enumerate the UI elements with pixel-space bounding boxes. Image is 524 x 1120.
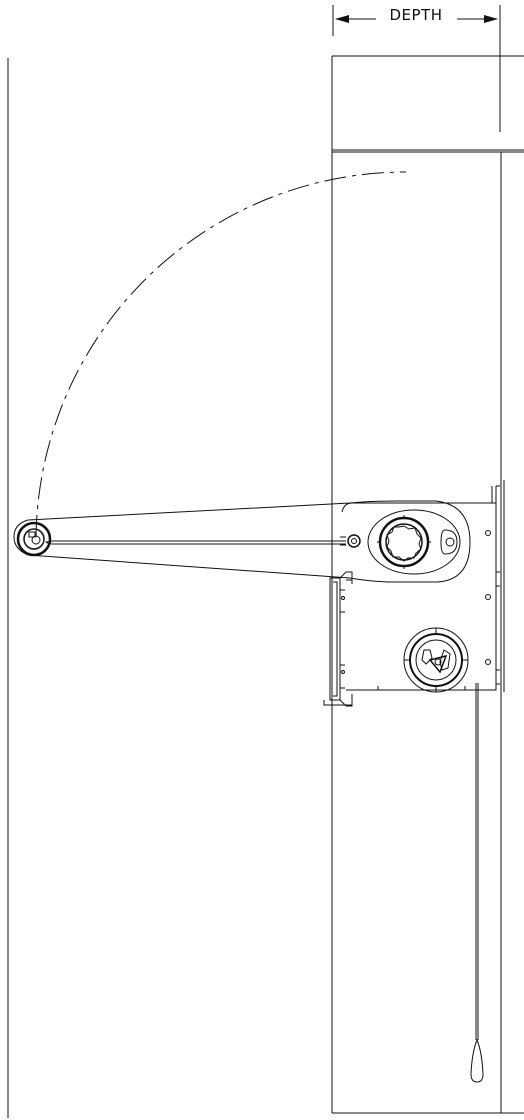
lock-triangle [430,656,446,672]
sash-bracket [324,572,352,706]
depth-dimension [333,5,500,132]
mounting-hole [486,660,491,665]
mounting-hole [486,531,491,536]
depth-dimension-label: DEPTH [378,6,454,24]
dimension-arrow-right [484,15,498,23]
crank-arm [14,501,470,582]
cord-tassel [471,1040,483,1082]
spline-gear [387,526,421,561]
mounting-hole [486,595,491,600]
rotary-lock [404,628,468,692]
dimension-arrow-left [335,15,349,23]
frame-section [332,56,524,1113]
pull-cord [471,683,483,1082]
spline-hub [377,515,431,569]
crank-knob [18,523,50,555]
arm-slot [441,530,457,554]
arm-slot-hole [446,538,454,546]
swing-arc [36,172,406,537]
mounting-plate [342,486,500,690]
crank-hub-plate [368,510,460,574]
arm-pivot [348,535,360,547]
